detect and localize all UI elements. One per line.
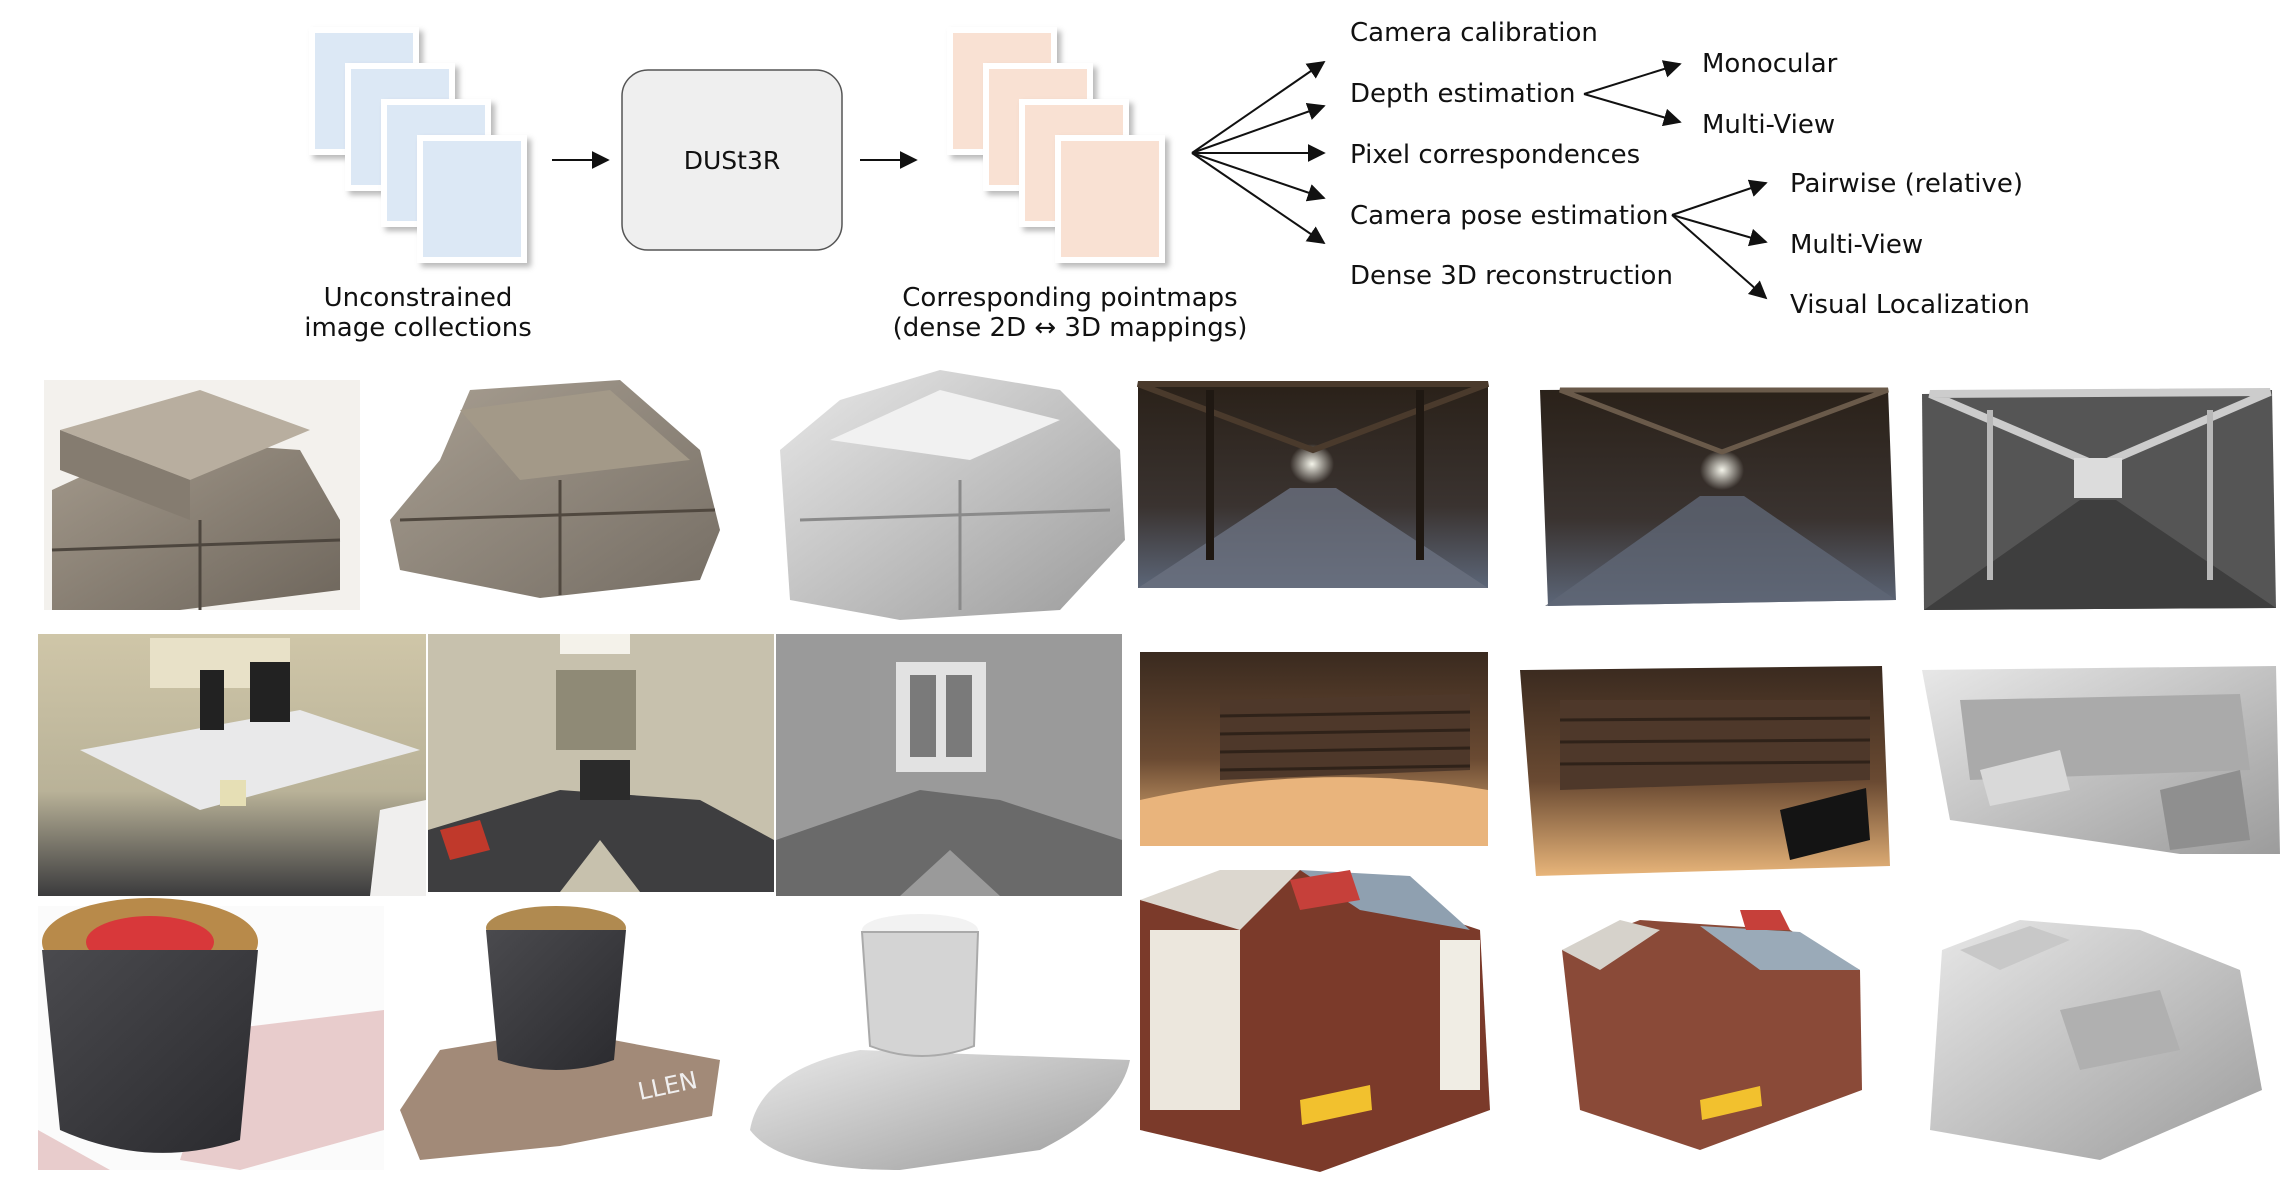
pose-subtask-multiview: Multi-View <box>1790 230 1923 260</box>
depth-subtask-arrows <box>1583 60 1682 127</box>
task-camera-pose-estimation: Camera pose estimation <box>1350 201 1669 231</box>
task-camera-calibration: Camera calibration <box>1350 18 1598 48</box>
auditorium-gray-mesh <box>1922 666 2280 854</box>
input-image-sheet <box>417 135 527 263</box>
task-pixel-correspondences: Pixel correspondences <box>1350 140 1640 170</box>
covered-bridge-gray-mesh <box>1922 388 2276 610</box>
office-gray-mesh <box>776 634 1122 896</box>
task-depth-estimation: Depth estimation <box>1350 79 1575 109</box>
pointmap-sheet <box>1055 135 1165 263</box>
depth-subtask-multiview: Multi-View <box>1702 110 1835 140</box>
model-houses-colored-pointcloud <box>1562 910 1862 1150</box>
dust3r-model-label: DUSt3R <box>684 146 781 175</box>
dust3r-model-box <box>621 69 843 251</box>
depth-subtask-monocular: Monocular <box>1702 49 1838 79</box>
model-houses-gray-mesh <box>1930 920 2262 1160</box>
auditorium-colored-pointcloud <box>1520 666 1890 876</box>
output-caption-line-1: Corresponding pointmaps <box>902 283 1237 313</box>
reconstruction-examples: LLEN <box>38 370 2280 1172</box>
auditorium-photo <box>1140 652 1488 846</box>
office-colored-pointcloud <box>428 634 774 892</box>
brick-pile-gray-mesh <box>780 370 1125 620</box>
model-houses-photo <box>1140 870 1490 1172</box>
pose-subtask-visual-localization: Visual Localization <box>1790 290 2030 320</box>
painted-cup-gray-mesh <box>750 914 1130 1170</box>
pipeline-diagram: Unconstrained image collections DUSt3R C… <box>304 18 2030 343</box>
pointmap-stack <box>947 27 1165 263</box>
pose-subtask-arrows <box>1671 179 1768 300</box>
painted-cup-photo <box>38 898 384 1170</box>
covered-bridge-photo <box>1136 381 1490 588</box>
brick-pile-colored-pointcloud <box>390 380 720 598</box>
brick-pile-photo <box>44 380 360 610</box>
input-caption-line-1: Unconstrained <box>324 283 513 313</box>
task-fanout-arrows <box>1191 60 1326 245</box>
covered-bridge-colored-pointcloud <box>1540 387 1896 606</box>
painted-cup-colored-pointcloud: LLEN <box>400 906 720 1160</box>
office-photo <box>38 634 426 896</box>
input-image-stack <box>309 27 527 263</box>
output-caption-line-2: (dense 2D ↔ 3D mappings) <box>893 313 1248 343</box>
task-dense-3d-reconstruction: Dense 3D reconstruction <box>1350 261 1673 291</box>
pose-subtask-pairwise: Pairwise (relative) <box>1790 169 2023 199</box>
input-caption-line-2: image collections <box>304 313 532 343</box>
